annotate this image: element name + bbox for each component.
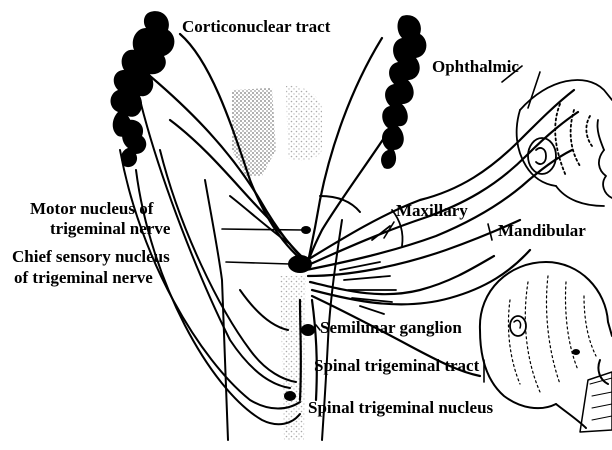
label-motor-nucleus-line1: Motor nucleus of bbox=[30, 199, 154, 218]
label-chief-sensory-line2: of trigeminal nerve bbox=[14, 268, 153, 287]
cortex-gyri-right-icon bbox=[381, 15, 426, 169]
label-spinal-trigeminal-nucleus: Spinal trigeminal nucleus bbox=[308, 398, 494, 417]
label-mandibular: Mandibular bbox=[498, 221, 586, 240]
label-ophthalmic: Ophthalmic bbox=[432, 57, 519, 76]
trigeminal-branches bbox=[300, 90, 578, 400]
label-motor-nucleus-line2: trigeminal nerve bbox=[50, 219, 171, 238]
label-spinal-trigeminal-tract: Spinal trigeminal tract bbox=[314, 356, 480, 375]
label-chief-sensory-line1: Chief sensory nucleus bbox=[12, 247, 170, 266]
label-corticonuclear-tract: Corticonuclear tract bbox=[182, 17, 331, 36]
label-maxillary: Maxillary bbox=[396, 201, 468, 220]
label-semilunar-ganglion: Semilunar ganglion bbox=[320, 318, 462, 337]
head-profile-lower-icon bbox=[480, 262, 612, 432]
